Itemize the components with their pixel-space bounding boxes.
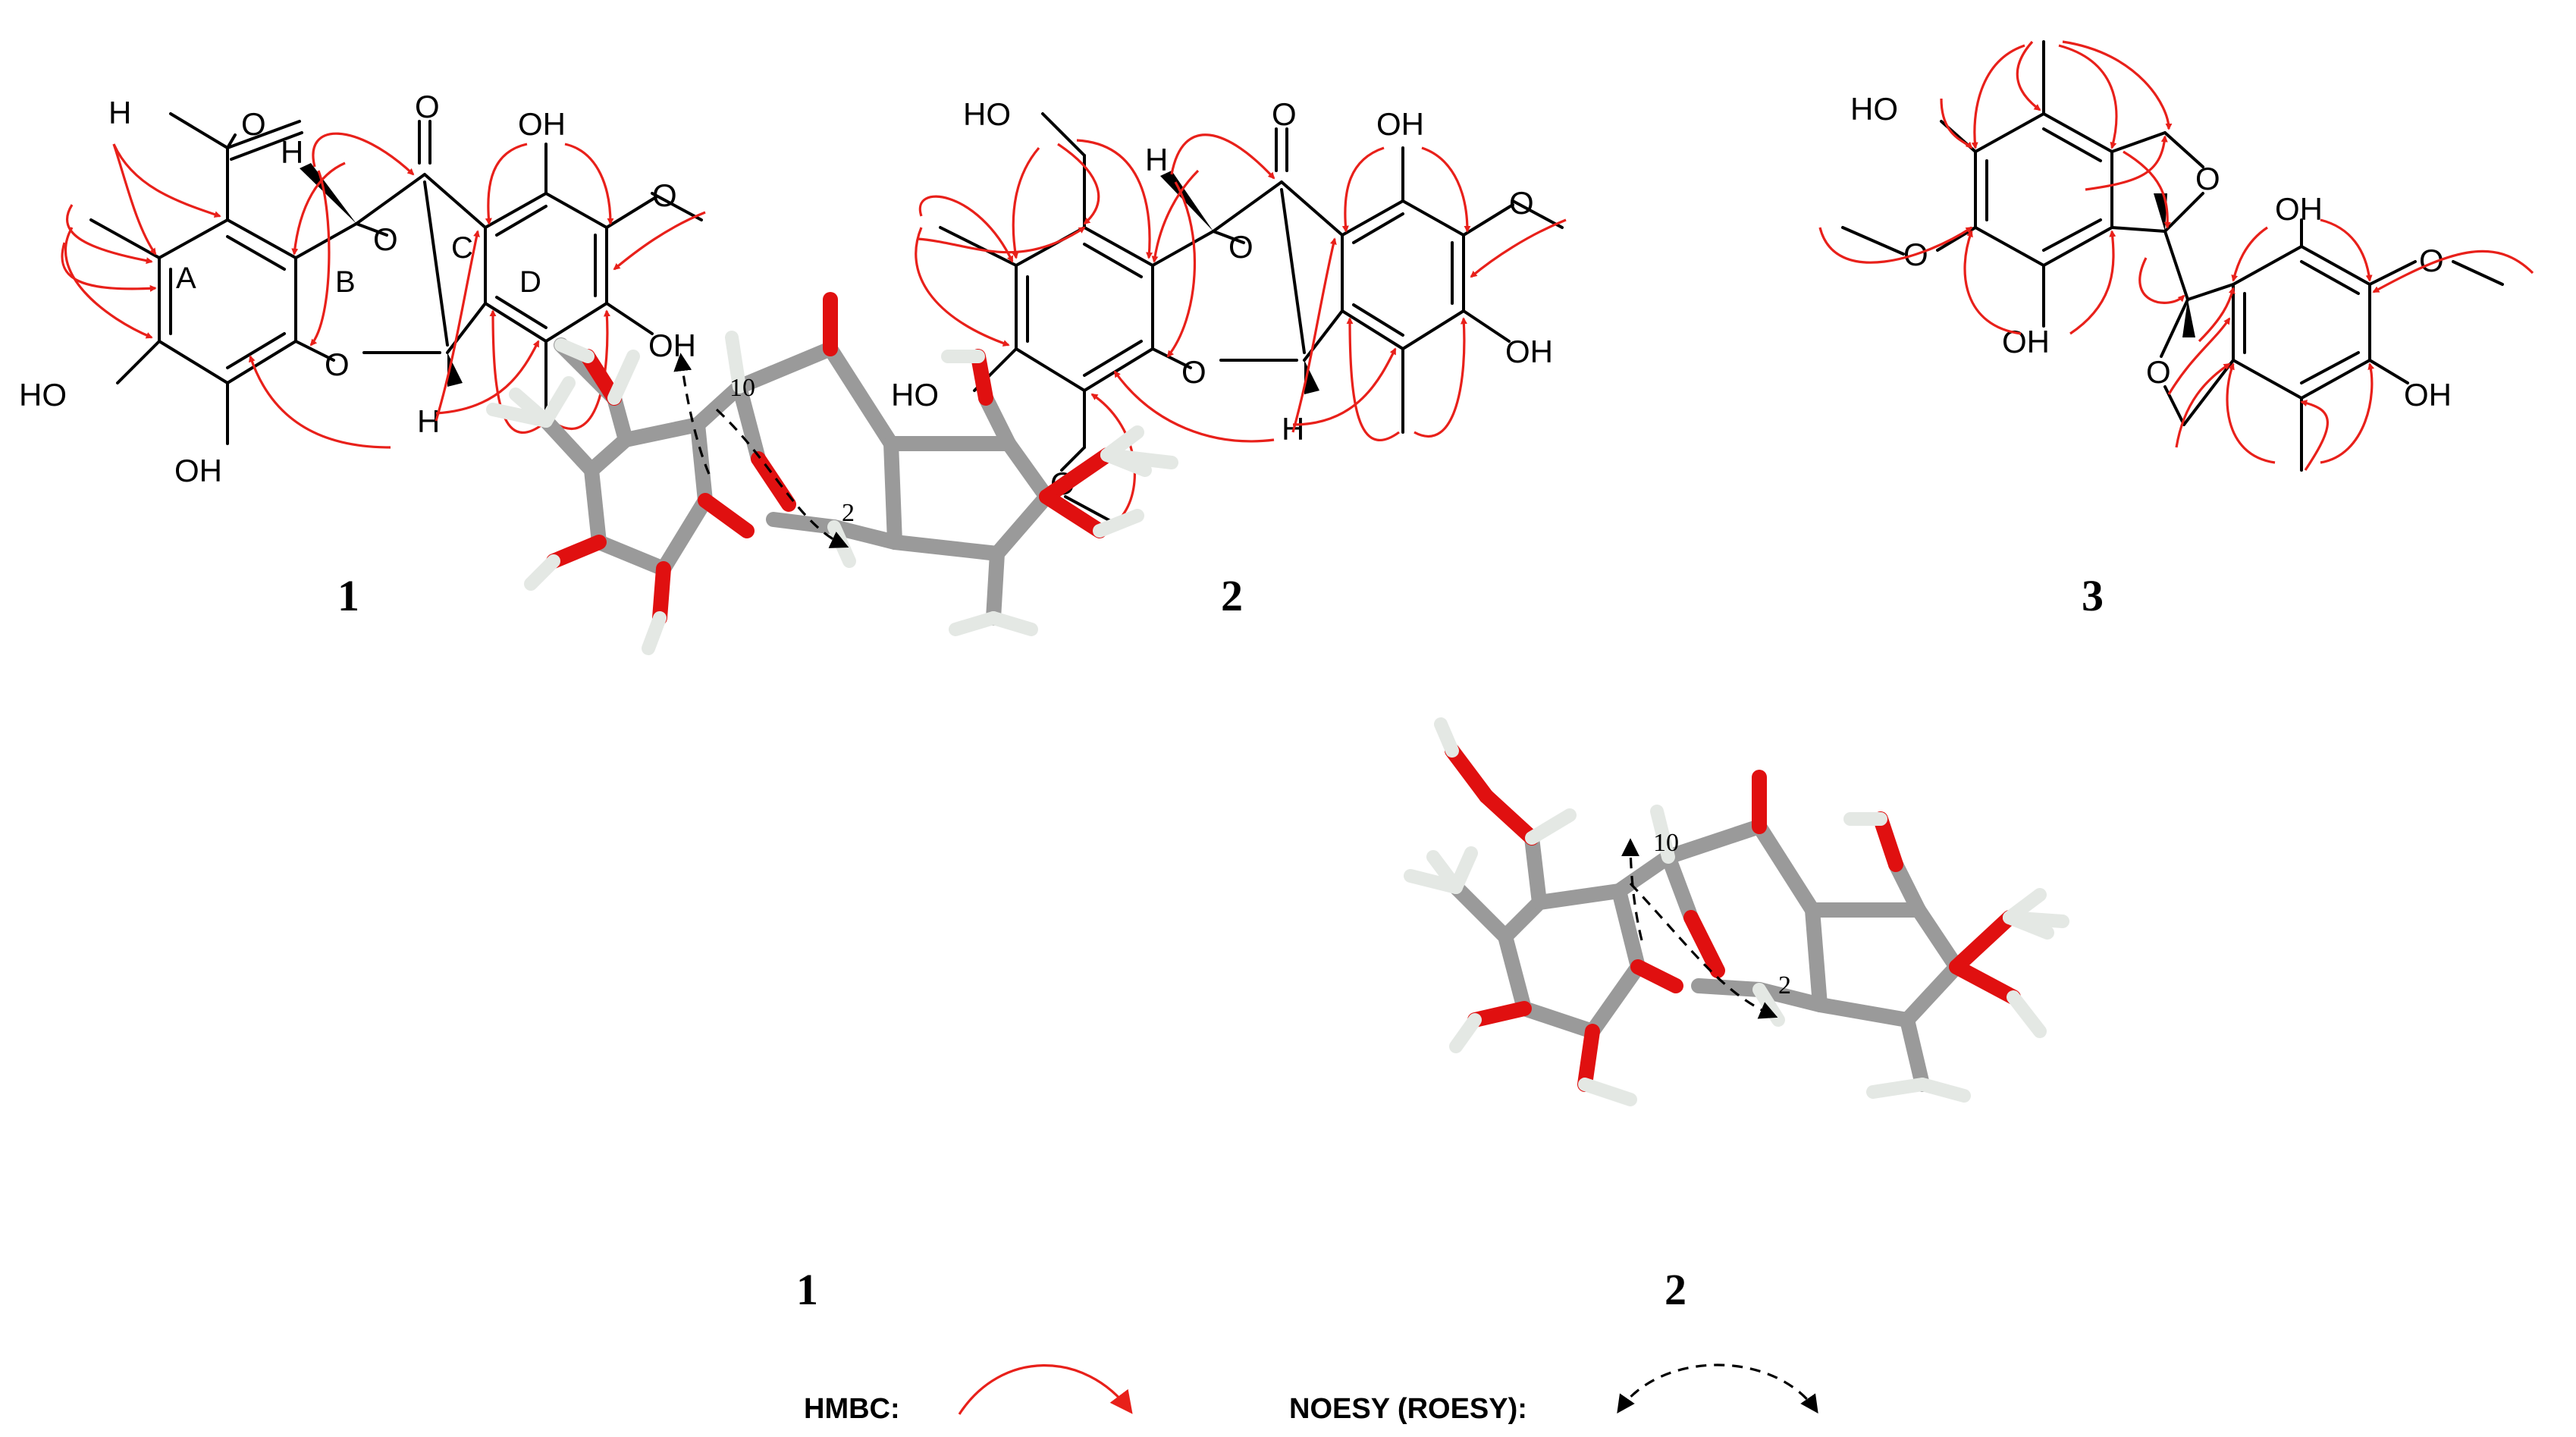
ring-o-label: O <box>325 347 350 382</box>
h-bottom-label: H <box>417 403 440 439</box>
oh-left-label: HO <box>891 377 939 413</box>
wedge-bond <box>1160 171 1213 231</box>
oh-right-top-label: OH <box>2275 191 2323 227</box>
atom-number-2: 2 <box>1778 971 1791 999</box>
atom-number-2: 2 <box>842 499 855 527</box>
compound-label-2: 2 <box>1221 571 1243 620</box>
furan-o-bottom-label: O <box>2146 354 2171 390</box>
oh-top-right-label: OH <box>1376 106 1424 142</box>
noe-arrow-down <box>715 408 849 548</box>
ring-a-label: A <box>176 262 196 295</box>
aldehyde-o-label: O <box>241 106 266 142</box>
legend-noesy-arrow <box>1617 1363 1818 1413</box>
hmbc-correlations-2 <box>915 133 1567 516</box>
oh-right-label: OH <box>1505 334 1553 369</box>
ome-o-label: O <box>652 177 677 213</box>
legend-hmbc-label: HMBC: <box>804 1393 900 1425</box>
hydroxymethyl-label: HO <box>963 96 1011 132</box>
model-1-hydrogen-sticks <box>486 331 1178 655</box>
hmbc-correlations-1 <box>61 132 706 449</box>
oh-left-bottom-label: OH <box>2002 324 2050 359</box>
model-1-oxygen-sticks <box>546 292 1115 626</box>
noe-arrow-down <box>1629 882 1778 1019</box>
model-1: 10 2 1 <box>486 292 1178 1314</box>
h-top-label: H <box>1145 142 1168 177</box>
oh-top-right-label: OH <box>518 106 566 142</box>
ring-b-label: B <box>335 265 356 299</box>
h-top-label: H <box>281 134 303 170</box>
bridge-o-label: O <box>1228 229 1253 265</box>
oh-bottom-label: OH <box>174 453 222 488</box>
compound-label-1: 1 <box>337 571 359 620</box>
model-2: 10 2 2 <box>1404 717 2069 1314</box>
furan-o-top-label: O <box>2195 161 2220 196</box>
ring-d-label: D <box>519 265 541 299</box>
legend: HMBC: NOESY (ROESY): <box>804 1363 1818 1425</box>
model-2-carbon-sticks <box>1448 819 1964 1092</box>
structure-1-bonds <box>89 112 703 445</box>
oh-left-label: HO <box>19 377 67 413</box>
wedge-bond <box>2154 193 2167 231</box>
oh-right-label: OH <box>2404 377 2452 413</box>
ring-c-label: C <box>451 231 473 265</box>
ring-o-label: O <box>1181 354 1206 390</box>
aldehyde-h-label: H <box>108 95 131 130</box>
oh-right-label: OH <box>648 328 696 363</box>
hmbc-correlations-3 <box>1818 40 2534 471</box>
structure-2: HO O H H O O OH O OH HO O <box>891 96 1567 620</box>
wedge-bond <box>300 163 356 224</box>
compound-label-3: 3 <box>2082 571 2104 620</box>
bridge-o-label: O <box>373 221 398 257</box>
wedge-bond <box>2182 300 2195 337</box>
oh-top-left-label: HO <box>1850 91 1898 127</box>
structure-1: H O O H H O O OH O OH HO OH A B C D <box>19 89 706 620</box>
legend-hmbc-arrow <box>958 1364 1133 1415</box>
model-2-oxygen-sticks <box>1445 743 2021 1092</box>
legend-noesy-label: NOESY (ROESY): <box>1289 1393 1527 1425</box>
atom-number-10: 10 <box>1653 829 1679 857</box>
ketone-o-label: O <box>415 89 440 124</box>
model-2-hydrogen-sticks <box>1404 717 2069 1106</box>
model-label-2: 2 <box>1665 1265 1686 1314</box>
atom-number-10: 10 <box>730 374 755 402</box>
ome-o-label: O <box>1509 185 1534 221</box>
model-label-1: 1 <box>796 1265 818 1314</box>
structure-3: HO O OH O O OH O OH <box>1818 40 2534 620</box>
ketone-o-label: O <box>1272 96 1297 132</box>
structure-2-bonds <box>939 112 1564 525</box>
